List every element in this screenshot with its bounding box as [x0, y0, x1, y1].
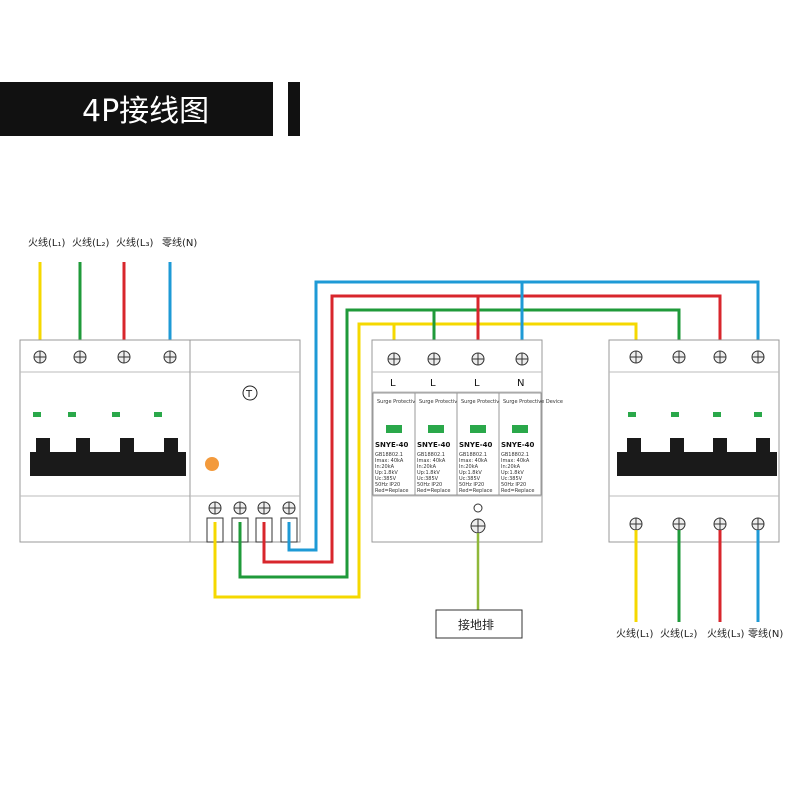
svg-text:50Hz IP20: 50Hz IP20 — [375, 482, 400, 488]
output-label-l1: 火线(L₁) — [616, 627, 653, 640]
indicator-led — [628, 412, 636, 417]
indicator-led — [68, 412, 76, 417]
svg-text:In:20kA: In:20kA — [459, 464, 479, 470]
terminal-screw — [208, 501, 296, 515]
wire-bus-l3 — [262, 294, 722, 564]
ground-symbol-icon — [473, 503, 483, 513]
svg-text:In:20kA: In:20kA — [375, 464, 395, 470]
svg-text:SNYE-40: SNYE-40 — [375, 441, 409, 449]
svg-text:Uc:385V: Uc:385V — [417, 476, 439, 482]
indicator-led — [112, 412, 120, 417]
svg-text:Up:1.8kV: Up:1.8kV — [375, 470, 398, 476]
svg-text:Surge Protective Device: Surge Protective Device — [419, 399, 479, 405]
svg-text:Red=Replace: Red=Replace — [417, 488, 450, 494]
terminal-screw — [387, 352, 529, 366]
svg-text:50Hz IP20: 50Hz IP20 — [417, 482, 442, 488]
test-button-ring — [242, 385, 258, 401]
input-wires — [38, 262, 172, 352]
output-label-n: 零线(N) — [748, 627, 783, 640]
svg-text:50Hz IP20: 50Hz IP20 — [501, 482, 526, 488]
svg-text:Red=Replace: Red=Replace — [501, 488, 534, 494]
svg-text:Imax: 40kA: Imax: 40kA — [417, 458, 446, 464]
title-banner: 4P接线图 — [0, 82, 300, 136]
spd-terminal-label: L — [474, 378, 480, 389]
test-button[interactable] — [205, 457, 219, 471]
ground-bar-label: 接地排 — [458, 617, 494, 632]
svg-text:Up:1.8kV: Up:1.8kV — [501, 470, 524, 476]
indicator-led — [754, 412, 762, 417]
indicator-led — [154, 412, 162, 417]
surge-protector: L L L N Surge Protective Device SNYE-40 … — [371, 339, 563, 543]
ground-bar: 接地排 — [435, 609, 523, 639]
svg-text:Imax: 40kA: Imax: 40kA — [459, 458, 488, 464]
svg-text:Surge Protective Device: Surge Protective Device — [503, 399, 563, 405]
input-label-l3: 火线(L₃) — [116, 236, 153, 249]
terminal-screw — [629, 350, 765, 531]
svg-text:GB18802.1: GB18802.1 — [501, 452, 529, 458]
spd-module: Surge Protective Device SNYE-40 GB18802.… — [456, 392, 521, 496]
leakage-module: T — [189, 339, 301, 543]
indicator-led — [713, 412, 721, 417]
input-label-l2: 火线(L₂) — [72, 236, 109, 249]
spd-terminal-label: N — [517, 378, 524, 389]
terminal-screw — [33, 350, 177, 364]
svg-text:Imax: 40kA: Imax: 40kA — [375, 458, 404, 464]
page-title: 4P接线图 — [82, 94, 209, 129]
spd-module: Surge Protective Device SNYE-40 GB18802.… — [372, 392, 437, 496]
svg-text:GB18802.1: GB18802.1 — [417, 452, 445, 458]
svg-text:In:20kA: In:20kA — [501, 464, 521, 470]
svg-text:Surge Protective Device: Surge Protective Device — [461, 399, 521, 405]
svg-text:Red=Replace: Red=Replace — [375, 488, 408, 494]
svg-text:SNYE-40: SNYE-40 — [501, 441, 535, 449]
indicator-led — [671, 412, 679, 417]
output-labels: 火线(L₁) 火线(L₂) 火线(L₃) 零线(N) — [616, 627, 783, 640]
indicator-led — [33, 412, 41, 417]
svg-text:Uc:385V: Uc:385V — [459, 476, 481, 482]
input-label-n: 零线(N) — [162, 236, 197, 249]
svg-text:50Hz IP20: 50Hz IP20 — [459, 482, 484, 488]
svg-text:Uc:385V: Uc:385V — [375, 476, 397, 482]
wire-bus-n — [287, 280, 760, 552]
input-labels: 火线(L₁) 火线(L₂) 火线(L₃) 零线(N) — [28, 236, 197, 249]
svg-text:GB18802.1: GB18802.1 — [375, 452, 403, 458]
svg-text:Imax: 40kA: Imax: 40kA — [501, 458, 530, 464]
input-breaker — [19, 339, 191, 543]
svg-text:GB18802.1: GB18802.1 — [459, 452, 487, 458]
spd-terminal-label: L — [430, 378, 436, 389]
spd-module: Surge Protective Device SNYE-40 GB18802.… — [498, 392, 563, 496]
test-button-label: T — [245, 389, 253, 400]
svg-text:Red=Replace: Red=Replace — [459, 488, 492, 494]
svg-text:Up:1.8kV: Up:1.8kV — [417, 470, 440, 476]
bus-wires — [213, 280, 760, 599]
output-wires — [634, 530, 760, 622]
svg-text:Uc:385V: Uc:385V — [501, 476, 523, 482]
output-breaker — [608, 339, 780, 543]
svg-text:SNYE-40: SNYE-40 — [417, 441, 451, 449]
svg-text:SNYE-40: SNYE-40 — [459, 441, 493, 449]
wire-bus-l2 — [238, 308, 681, 579]
svg-text:Surge Protective Device: Surge Protective Device — [377, 399, 437, 405]
input-label-l1: 火线(L₁) — [28, 236, 65, 249]
svg-text:In:20kA: In:20kA — [417, 464, 437, 470]
output-label-l2: 火线(L₂) — [660, 627, 697, 640]
output-label-l3: 火线(L₃) — [707, 627, 744, 640]
svg-text:Up:1.8kV: Up:1.8kV — [459, 470, 482, 476]
spd-terminal-label: L — [390, 378, 396, 389]
wire-bus-l1 — [213, 322, 638, 599]
